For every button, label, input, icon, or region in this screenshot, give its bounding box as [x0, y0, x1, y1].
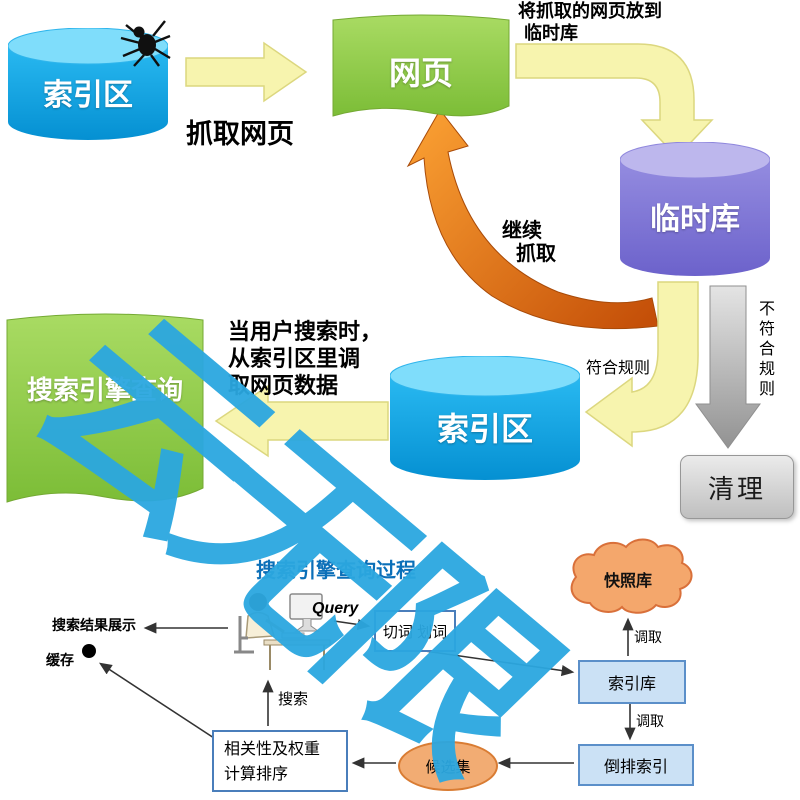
- index-area-mid-label: 索引区: [436, 411, 533, 447]
- ranking-box: 相关性及权重 计算排序: [212, 730, 348, 792]
- arrow-rule-match: [584, 281, 699, 448]
- webpage-label: 网页: [388, 55, 453, 91]
- cache-label: 缓存: [46, 652, 74, 668]
- results-label: 搜索结果展示: [52, 617, 136, 633]
- recrawl-label: 继续 抓取: [502, 220, 556, 266]
- arrow-crawl: [185, 41, 308, 103]
- crawl-label: 抓取网页: [186, 119, 294, 149]
- snapshot-cloud: 快照库: [560, 535, 696, 620]
- inverted-index-box: 倒排索引: [578, 744, 694, 786]
- user-search-note-line2: 从索引区里调: [228, 346, 361, 371]
- ranking-label-line1: 相关性及权重: [224, 741, 321, 758]
- ranking-label-line2: 计算排序: [224, 766, 289, 783]
- segmentation-label: 切词 划词: [382, 623, 448, 641]
- cache-endpoint-dot: [82, 644, 96, 658]
- query-label: Query: [312, 600, 359, 617]
- index-store-label: 索引库: [607, 676, 656, 693]
- to-temp-note: 将抓取的网页放到 临时库: [518, 0, 662, 44]
- arrow-to-temp: [515, 43, 714, 159]
- temp-library-label: 临时库: [650, 203, 740, 236]
- user-search-note: 当用户搜索时， 从索引区里调 取网页数据: [228, 318, 382, 399]
- recrawl-line1: 继续: [502, 220, 542, 242]
- arrow-recrawl: [406, 109, 659, 330]
- user-search-note-line1: 当用户搜索时，: [228, 319, 383, 344]
- index-store-box: 索引库: [578, 660, 686, 704]
- cylinder-index-area-mid: 索引区: [389, 355, 581, 480]
- user-search-note-line3: 取网页数据: [228, 373, 339, 398]
- arrow-rule-no-match: [695, 285, 761, 449]
- cylinder-temp-library: 临时库: [619, 141, 771, 276]
- search-label: 搜索: [278, 691, 309, 708]
- candidate-set-ellipse: 候选集: [398, 741, 498, 791]
- user-at-computer-illustration: [230, 586, 334, 674]
- segmentation-box: 切词 划词: [374, 610, 456, 652]
- to-temp-note-line1: 将抓取的网页放到: [518, 1, 662, 21]
- arrow-segment-to-indexstore: [417, 649, 575, 677]
- clean-box: 清理: [680, 455, 794, 519]
- doc-search-engine-query: 搜索引擎查询: [4, 308, 206, 514]
- bottom-title: 搜索引擎查询过程: [256, 560, 416, 582]
- fetch-label-1: 调取: [634, 629, 662, 645]
- spider-icon: [112, 14, 174, 70]
- search-engine-query-label: 搜索引擎查询: [26, 375, 183, 405]
- arrow-to-query-doc: [214, 384, 389, 458]
- rule-match-label: 符合规则: [586, 360, 651, 377]
- recrawl-line2: 抓取: [516, 243, 556, 265]
- clean-label: 清理: [707, 473, 766, 504]
- arrow-query-to-segment: [333, 618, 371, 631]
- candidate-set-label: 候选集: [425, 758, 471, 776]
- to-temp-note-line2: 临时库: [524, 23, 578, 43]
- snapshot-label: 快照库: [603, 573, 652, 590]
- doc-webpage: 网页: [330, 10, 512, 128]
- rule-no-match-label: 不符合规则: [756, 300, 773, 400]
- arrow-ranking-to-cache-dot: [98, 662, 215, 739]
- inverted-index-label: 倒排索引: [603, 759, 668, 776]
- index-area-label: 索引区: [43, 79, 133, 112]
- fetch-label-2: 调取: [636, 713, 664, 729]
